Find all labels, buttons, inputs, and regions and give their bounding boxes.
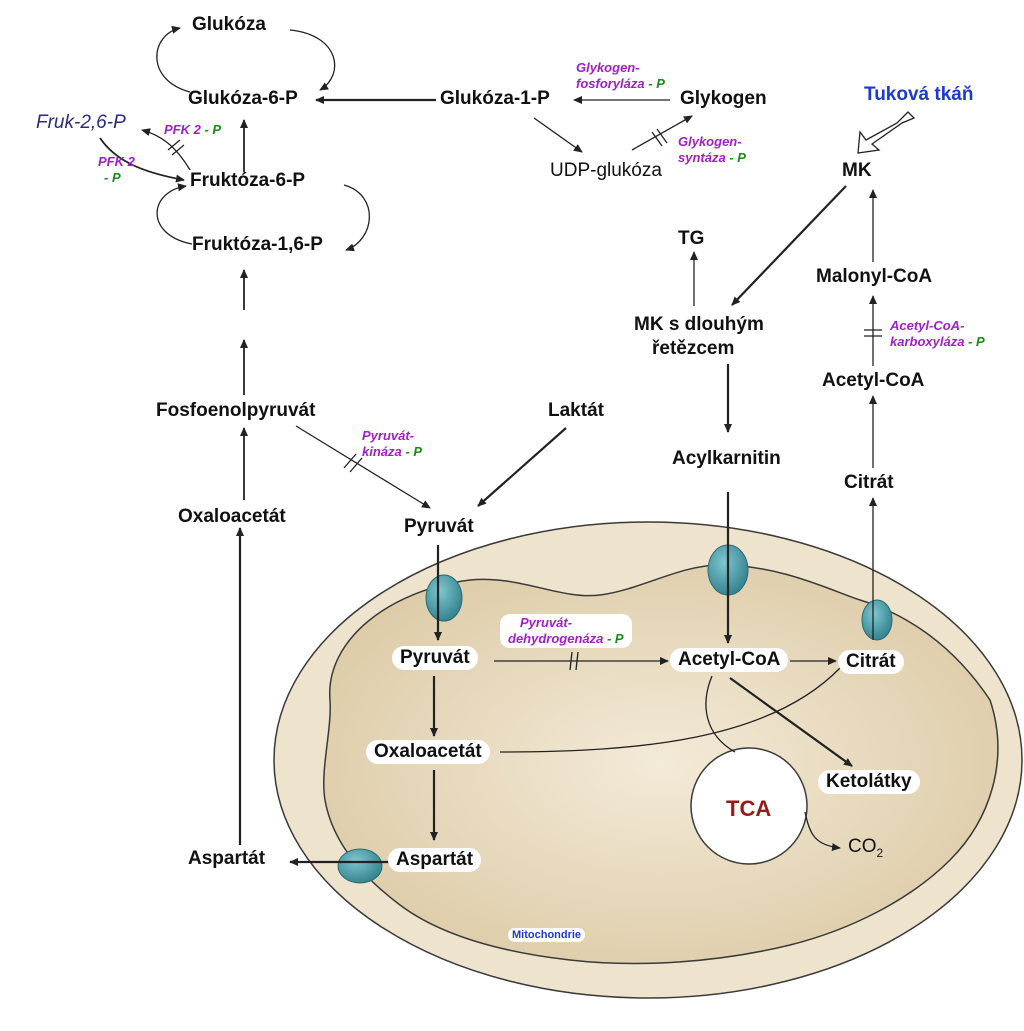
phospho-mark: - P [104,170,121,185]
enzyme-pyruvat-kinaza-line2: kináza - P [362,444,422,460]
label-fosfoenolpyruvat: Fosfoenolpyruvát [156,400,316,421]
arrows [99,25,882,866]
enzyme-glykogen-fosforylaza-line2: fosforyláza - P [576,76,665,92]
enzyme-glykogen-syntaza: Glykogen- syntáza - P [678,134,746,166]
label-laktat: Laktát [548,400,604,421]
mito-label-aspartat: Aspartát [388,848,482,872]
label-tca: TCA [726,796,772,821]
label-ketolatky: Ketolátky [818,770,920,794]
label-tukova-tkan: Tuková tkáň [864,84,974,105]
label-citrat-cytosol: Citrát [844,472,894,493]
enzyme-pdh-line1: Pyruvát- [520,615,573,630]
mito-label-oxaloacetat: Oxaloacetát [366,740,490,764]
enzyme-pfk2-upper: PFK 2 - P [164,122,221,138]
phospho-mark: - P [968,334,985,349]
inhibition-glykogen-syntaza-1 [651,131,663,147]
phospho-mark: - P [204,122,222,137]
phospho-mark: - P [606,631,624,646]
phospho-mark: - P [648,76,665,91]
label-mk: MK [842,160,872,181]
label-malonyl-coa: Malonyl-CoA [816,266,933,287]
label-tg: TG [678,228,705,249]
inhibition-pdh-2 [575,651,579,671]
label-co2: CO2 [848,836,883,860]
arrow-mk-to-lcfa [731,185,847,306]
enzyme-glykogen-syntaza-line1: Glykogen- [678,134,742,149]
phospho-mark: - P [405,444,422,459]
arrow-f16p-to-f6p [156,183,193,245]
mito-label-acetyl-coa: Acetyl-CoA [670,648,789,672]
label-acylkarnitin: Acylkarnitin [672,448,781,469]
co2-text: CO [848,836,877,857]
tca-cycle-circle [690,747,808,865]
label-mitochondrie: Mitochondrie [508,928,586,942]
enzyme-glykogen-fosforylaza: Glykogen- fosforyláza - P [576,60,665,92]
label-glykogen: Glykogen [680,88,767,109]
enzyme-pfk2-lower-line1: PFK 2 [98,154,135,169]
label-oxaloacetat: Oxaloacetát [178,506,286,527]
label-glukoza-1-p: Glukóza-1-P [440,88,550,109]
enzyme-pyruvat-kinaza-name: kináza [362,444,402,459]
inhibition-glykogen-syntaza-2 [656,128,668,144]
mito-label-citrat: Citrát [838,650,904,674]
arrow-glukoza-to-g6p [289,29,336,91]
enzyme-acc-name: karboxyláza [890,334,965,349]
co2-subscript: 2 [876,845,884,860]
arrow-acetylcoa-to-ketolatky [729,677,853,767]
inhibition-pdh-1 [569,651,573,671]
enzyme-glykogen-fosforylaza-name: fosforyláza [576,76,645,91]
enzyme-acc-line2: karboxyláza - P [890,334,985,350]
enzyme-glykogen-syntaza-line2: syntáza - P [678,150,746,166]
arrow-udp-to-glykogen [631,115,693,151]
enzyme-glykogen-syntaza-name: syntáza [678,150,726,165]
transporter-pyruvate [425,574,463,622]
arrow-tca-to-co2 [804,811,841,852]
enzyme-pyruvat-kinaza-line1: Pyruvát- [362,428,415,443]
label-fruktoza-6-p: Fruktóza-6-P [190,170,306,191]
label-udp-glukoza: UDP-glukóza [550,160,662,181]
label-fruktoza-1-6-p: Fruktóza-1,6-P [192,234,323,255]
label-glukoza: Glukóza [192,14,266,35]
transporter-citrate [861,599,893,641]
inhibition-pyruvat-kinaza-2 [349,457,363,473]
arrow-acetylcoa-to-tca [705,675,736,753]
arrow-pep-to-pyruvat [295,425,431,509]
label-mk-dlouhy-line2: řetězcem [652,338,735,359]
inhibition-pfk2-a-2 [171,144,185,156]
arrow-laktat-to-pyruvat [477,427,567,507]
enzyme-pyruvat-dehydrogenaza: Pyruvát- dehydrogenáza - P [500,614,632,648]
inhibition-pyruvat-kinaza-1 [343,453,357,469]
tukova-tkan-hollow-arrow [857,111,916,154]
mito-label-pyruvat: Pyruvát [392,646,478,670]
enzyme-glykogen-fosforylaza-line1: Glykogen- [576,60,640,75]
transporter-aspartate [337,848,383,884]
enzyme-acc-line1: Acetyl-CoA- [890,318,965,333]
arrow-g6p-to-glukoza [156,25,191,93]
arrow-fruk26p-to-f6p [99,137,185,183]
enzyme-pdh-name: dehydrogenáza [508,631,604,646]
label-mk-dlouhy-line1: MK s dlouhým [634,314,764,335]
arrow-oaa-to-citrat-curve [499,667,841,753]
enzyme-acetyl-coa-karboxylaza: Acetyl-CoA- karboxyláza - P [890,318,985,350]
enzyme-pfk2-upper-name: PFK 2 [164,122,201,137]
label-aspartat: Aspartát [188,848,266,869]
arrow-f6p-to-fruk26p [141,128,191,171]
label-acetyl-coa-cytosol: Acetyl-CoA [822,370,925,391]
label-fruk-2-6-p: Fruk-2,6-P [36,112,126,133]
phospho-mark: - P [729,150,746,165]
enzyme-pyruvat-kinaza: Pyruvát- kináza - P [362,428,422,460]
label-glukoza-6-p: Glukóza-6-P [188,88,298,109]
arrow-f6p-to-f16p [343,184,370,252]
label-pyruvat: Pyruvát [404,516,474,537]
enzyme-pfk2-lower: PFK 2 - P [98,154,135,186]
enzyme-pdh-line2: dehydrogenáza - P [508,631,624,647]
inhibition-pfk2-a-1 [167,139,181,151]
arrow-g1p-to-udp [533,117,583,153]
